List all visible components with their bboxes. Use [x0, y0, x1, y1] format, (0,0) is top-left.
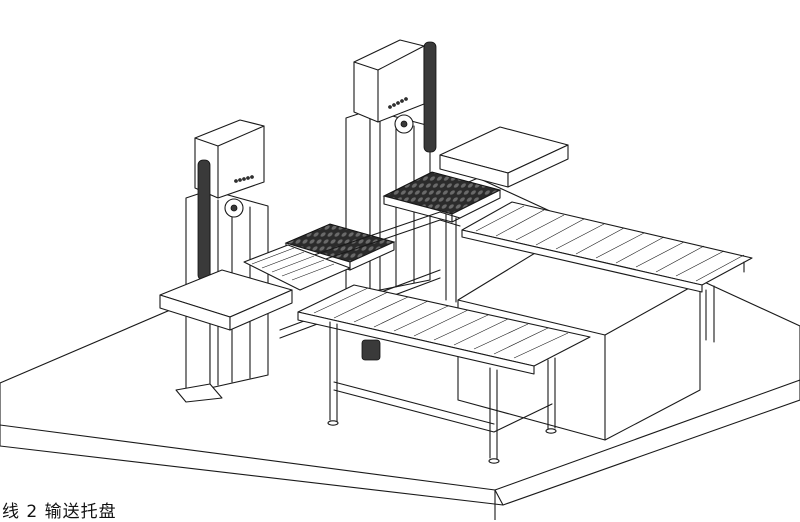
right-roller-conveyor — [461, 201, 753, 343]
figure-caption: 线 2 输送托盘 — [2, 502, 117, 522]
indicator-lights-right — [388, 97, 408, 109]
right-magazine-box — [439, 126, 569, 188]
front-roller-conveyor — [297, 284, 591, 464]
left-magazine-box — [159, 269, 293, 331]
short-roller-conveyor — [243, 244, 351, 291]
indicator-lights-left — [234, 175, 254, 183]
left-lift-tower — [175, 119, 269, 403]
pallet-grid-right — [382, 171, 502, 223]
